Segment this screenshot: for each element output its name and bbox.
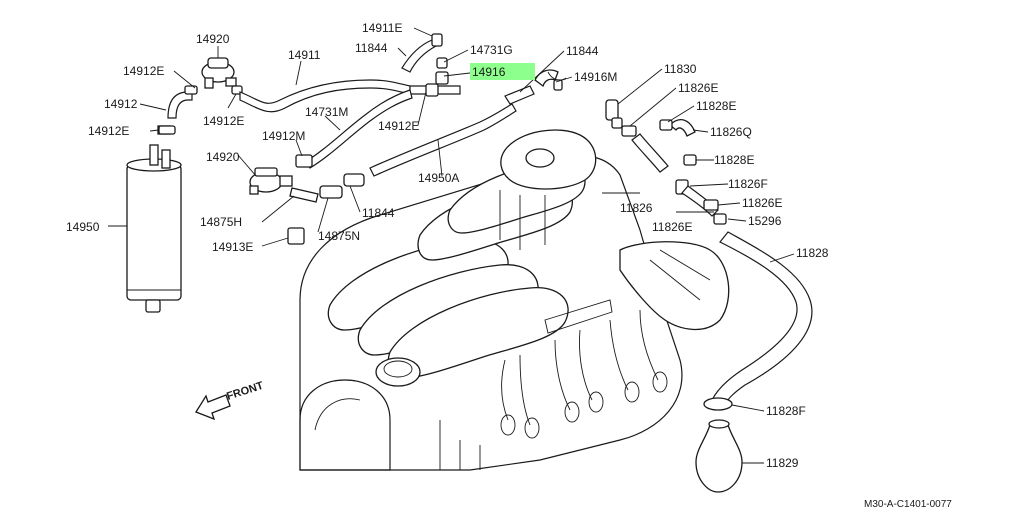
clamp-11826e-a[interactable] <box>621 125 637 137</box>
label-11844[interactable]: 11844 <box>362 206 395 220</box>
hose-14911e[interactable] <box>401 39 437 73</box>
front-arrow-icon <box>195 394 231 421</box>
hose-11826[interactable] <box>631 133 669 173</box>
label-14875h[interactable]: 14875H <box>200 215 242 229</box>
label-14913e[interactable]: 14913E <box>212 240 253 254</box>
label-14916m[interactable]: 14916M <box>574 70 617 84</box>
part-labels: 14920 14912E 14912 14912E 14912E 14911 1… <box>66 21 829 470</box>
clamp-14912e-a[interactable] <box>184 85 198 95</box>
label-11828e[interactable]: 11828E <box>714 153 754 167</box>
fitting-14731g[interactable] <box>436 57 448 69</box>
label-14920[interactable]: 14920 <box>206 150 240 164</box>
hose-11844-c[interactable] <box>343 173 365 187</box>
fitting-14875h[interactable] <box>289 187 319 203</box>
hose-11844-b[interactable] <box>504 85 535 105</box>
front-direction-indicator: FRONT <box>195 380 265 421</box>
label-11826e[interactable]: 11826E <box>678 81 718 95</box>
highlight-marker <box>470 63 535 80</box>
clip-14913e[interactable] <box>287 227 305 245</box>
elbow-11826q[interactable] <box>669 119 696 137</box>
clip-14916m[interactable] <box>553 79 563 91</box>
connector-14875n[interactable] <box>319 185 343 199</box>
clamp-14912e-pipe[interactable] <box>425 83 439 97</box>
label-15296[interactable]: 15296 <box>748 214 782 228</box>
label-14950a[interactable]: 14950A <box>418 171 459 185</box>
air-duct-11829[interactable] <box>695 419 743 493</box>
label-14912e[interactable]: 14912E <box>123 64 164 78</box>
label-14912[interactable]: 14912 <box>104 97 138 111</box>
label-14920[interactable]: 14920 <box>196 32 230 46</box>
pcv-valve-11830[interactable] <box>605 99 623 129</box>
clamp-14912m[interactable] <box>295 154 313 168</box>
label-14912m[interactable]: 14912M <box>262 129 305 143</box>
label-11826e[interactable]: 11826E <box>742 196 782 210</box>
label-11826[interactable]: 11826 <box>620 201 653 215</box>
label-14875n[interactable]: 14875N <box>318 229 360 243</box>
purge-valve-top[interactable] <box>201 57 237 89</box>
hose-14950a[interactable] <box>369 103 517 177</box>
label-14916[interactable]: 14916 <box>472 65 506 79</box>
label-11826q[interactable]: 11826Q <box>710 125 752 139</box>
label-14912e[interactable]: 14912E <box>203 114 244 128</box>
charcoal-canister[interactable] <box>126 125 182 313</box>
clamp-11828e-a[interactable] <box>659 119 673 131</box>
hose-14912[interactable] <box>167 91 193 119</box>
engine-block <box>299 129 730 471</box>
clamp-11826e-b[interactable] <box>703 199 719 211</box>
label-11826e[interactable]: 11826E <box>652 220 692 234</box>
label-14911[interactable]: 14911 <box>288 48 321 62</box>
diagram-code: M30-A-C1401-0077 <box>864 499 952 510</box>
clamp-11828f[interactable] <box>703 397 733 411</box>
leader-lines <box>108 27 795 464</box>
clamp-11844-a[interactable] <box>431 33 443 47</box>
label-14912e[interactable]: 14912E <box>378 119 419 133</box>
label-11828e[interactable]: 11828E <box>696 99 736 113</box>
label-14911e[interactable]: 14911E <box>362 21 402 35</box>
label-14912e[interactable]: 14912E <box>88 124 129 138</box>
label-11828f[interactable]: 11828F <box>766 404 806 418</box>
label-11844[interactable]: 11844 <box>355 41 388 55</box>
hose-14731m[interactable] <box>304 89 413 169</box>
front-label: FRONT <box>225 380 265 403</box>
label-11830[interactable]: 11830 <box>664 62 697 76</box>
vacuum-switching-valve[interactable] <box>249 167 293 195</box>
label-14731m[interactable]: 14731M <box>305 105 348 119</box>
label-14731g[interactable]: 14731G <box>470 43 513 57</box>
label-11844[interactable]: 11844 <box>566 44 599 58</box>
connector-14731g[interactable] <box>435 71 449 85</box>
label-14950[interactable]: 14950 <box>66 220 100 234</box>
label-11829[interactable]: 11829 <box>766 456 799 470</box>
clamp-14912e-c[interactable] <box>158 125 176 135</box>
label-11828[interactable]: 11828 <box>796 246 829 260</box>
label-11826f[interactable]: 11826F <box>728 177 768 191</box>
clamp-15296[interactable] <box>713 213 727 225</box>
clamp-11828e-b[interactable] <box>683 154 697 166</box>
